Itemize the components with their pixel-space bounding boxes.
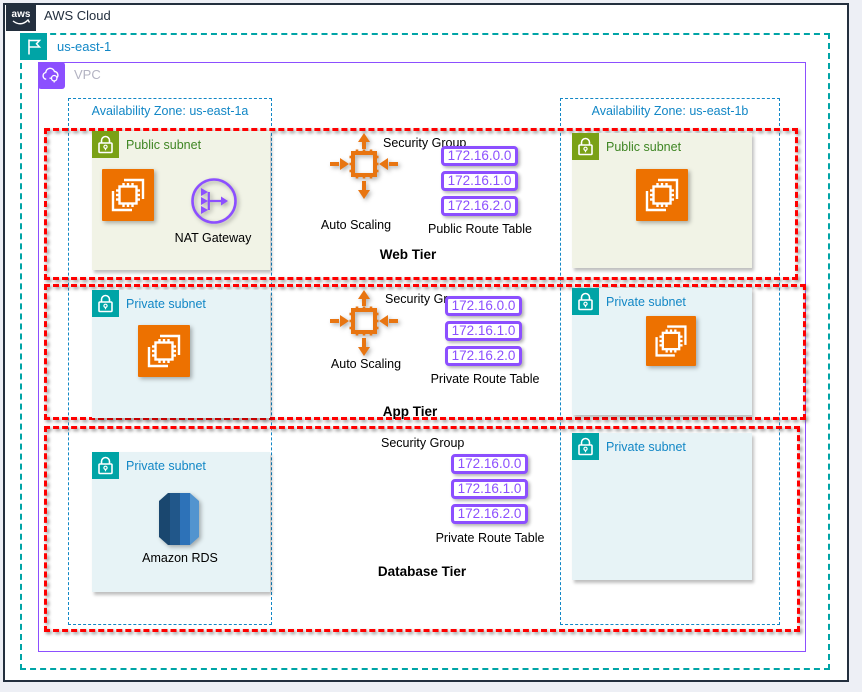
az-b-container [560,98,780,625]
private-route-table-label: Private Route Table [430,372,540,386]
private-subnet-app-1a-label: Private subnet [126,297,206,311]
az-a-label: Availability Zone: us-east-1a [91,104,249,118]
svg-text:aws: aws [12,9,31,20]
ec2-instances-icon [646,316,696,371]
database-tier-boundary [44,426,800,632]
auto-scaling-label: Auto Scaling [330,357,402,371]
region-container [20,33,830,670]
private-subnet-lock-icon [572,288,599,315]
region-label: us-east-1 [57,39,112,54]
app-tier-boundary [44,284,806,420]
auto-scaling-icon [328,133,400,204]
amazon-rds-icon [157,492,201,551]
public-subnet-lock-icon [92,131,119,158]
vpc-icon [38,62,65,89]
route-table-entry: 172.16.1.0 [451,479,528,499]
private-subnet-db-1a-label: Private subnet [126,459,206,473]
public-subnet-lock-icon [572,133,599,160]
app-tier-label: App Tier [382,404,438,419]
route-table-entry: 172.16.0.0 [445,296,522,316]
route-table-entry: 172.16.1.0 [445,321,522,341]
auto-scaling-label: Auto Scaling [320,218,392,232]
auto-scaling-icon [328,290,400,361]
route-table-entry: 172.16.2.0 [441,196,518,216]
az-b-label: Availability Zone: us-east-1b [591,104,749,118]
route-table-entry: 172.16.0.0 [451,454,528,474]
security-group-label-db: Security Group [381,436,465,450]
private-subnet-lock-icon [92,452,119,479]
az-a-container [68,98,272,625]
route-table-entry: 172.16.1.0 [441,171,518,191]
nat-gateway-icon [190,177,238,230]
public-subnet-1a-label: Public subnet [126,138,202,152]
private-subnet-lock-icon [572,433,599,460]
private-subnet-app-1b-label: Private subnet [606,295,686,309]
database-tier-label: Database Tier [377,564,467,579]
vpc-label: VPC [74,67,101,82]
ec2-instances-icon [138,325,190,382]
private-route-table-label: Private Route Table [435,531,545,545]
private-subnet-db-1b-box [572,433,752,580]
web-tier-boundary [44,128,798,280]
web-tier-label: Web Tier [379,247,437,262]
private-subnet-db-1b-label: Private subnet [606,440,686,454]
aws-cloud-label: AWS Cloud [44,8,111,23]
ec2-instances-icon [102,169,154,226]
private-subnet-lock-icon [92,290,119,317]
route-table-entry: 172.16.2.0 [451,504,528,524]
region-flag-icon [20,33,47,60]
ec2-instances-icon [636,169,688,226]
public-subnet-1b-label: Public subnet [606,140,682,154]
route-table-entry: 172.16.2.0 [445,346,522,366]
amazon-rds-label: Amazon RDS [142,551,218,565]
aws-logo-icon: aws [6,3,36,31]
nat-gateway-label: NAT Gateway [174,231,252,245]
public-route-table-label: Public Route Table [427,222,532,236]
route-table-entry: 172.16.0.0 [441,146,518,166]
